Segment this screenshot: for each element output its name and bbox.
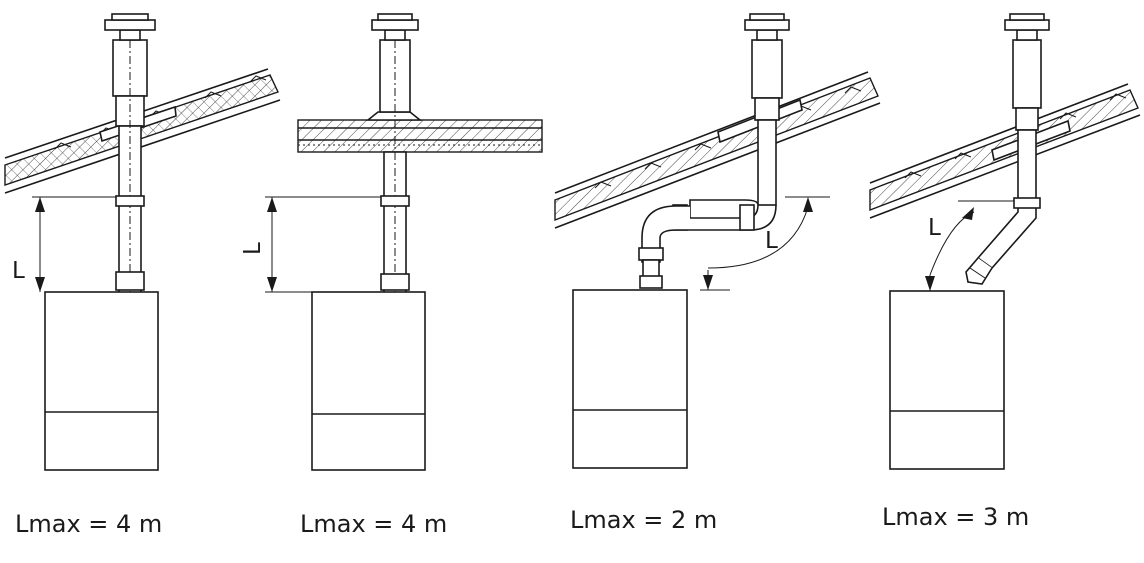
dimension-L-3 <box>700 196 830 291</box>
panel-2-flat-roof-straight <box>265 13 543 471</box>
caption-panel-4: Lmax = 3 m <box>882 503 1029 531</box>
boiler-2 <box>311 291 426 471</box>
dim-label-1: L <box>12 258 25 284</box>
caption-panel-2: Lmax = 4 m <box>300 510 447 538</box>
dimension-L-4 <box>925 200 1014 291</box>
panel-1-pitched-roof-straight <box>4 13 281 471</box>
dim-label-3: L <box>765 228 778 254</box>
boiler-1 <box>44 291 159 471</box>
dimension-L-2 <box>265 196 381 293</box>
caption-panel-1: Lmax = 4 m <box>15 510 162 538</box>
dim-label-2: L <box>240 242 266 255</box>
dimension-L-1 <box>32 196 116 292</box>
caption-panel-3: Lmax = 2 m <box>570 506 717 534</box>
dim-label-4: L <box>928 215 941 241</box>
panel-4-pitched-roof-offset-45 <box>869 13 1141 470</box>
boiler-4 <box>889 290 1005 470</box>
panel-3-pitched-roof-offset-90 <box>554 13 881 469</box>
boiler-3 <box>572 289 688 469</box>
flat-roof <box>297 119 543 153</box>
